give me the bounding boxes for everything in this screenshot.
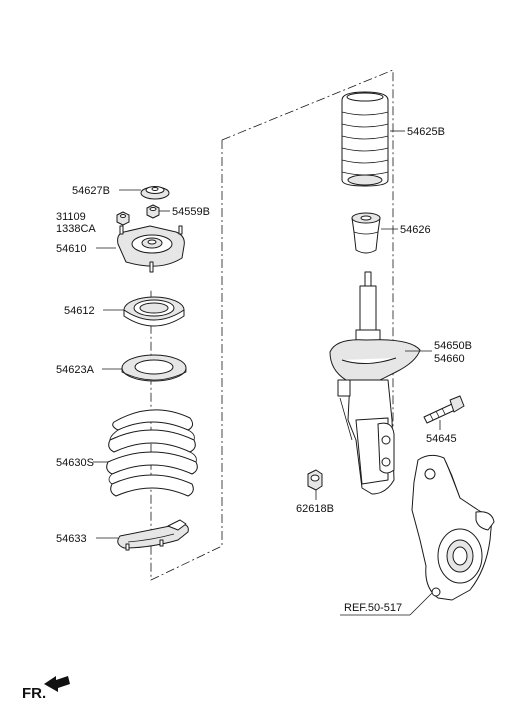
upper-spring-pad-part	[121, 354, 187, 382]
bump-stopper-part	[351, 212, 381, 254]
label-mount-nut-1: 31109	[56, 211, 86, 223]
label-bolt: 54645	[426, 433, 457, 445]
label-upper-pad: 54623A	[56, 364, 95, 376]
label-lower-pad: 54633	[56, 533, 87, 545]
label-bearing: 54612	[64, 305, 95, 317]
label-strut-1: 54650B	[434, 340, 472, 352]
label-mount: 54610	[56, 243, 87, 255]
label-lock-nut: 54559B	[172, 206, 210, 218]
bearing-part	[123, 296, 185, 327]
label-strut-2: 54660	[434, 353, 465, 365]
strut-mount-part	[117, 225, 185, 273]
coil-spring-part	[106, 409, 198, 497]
cap-part	[140, 186, 170, 200]
nut-part	[307, 469, 323, 491]
lock-nut-part	[146, 204, 160, 219]
mount-nut-part	[116, 211, 130, 226]
front-indicator-label: FR.	[22, 685, 46, 702]
label-nut: 62618B	[296, 503, 334, 515]
label-cap: 54627B	[72, 185, 110, 197]
dust-cover-part	[341, 91, 389, 187]
steering-knuckle-part	[411, 454, 495, 601]
front-arrow-icon	[44, 676, 70, 692]
bolt-part	[423, 395, 465, 424]
label-dust-cover: 54625B	[407, 126, 445, 138]
label-mount-nut-2: 1338CA	[56, 223, 96, 235]
strut-part	[329, 271, 421, 495]
label-reference: REF.50-517	[344, 602, 402, 614]
label-coil-spring: 54630S	[56, 457, 94, 469]
lower-spring-pad-part	[117, 519, 189, 551]
label-bump-stopper: 54626	[400, 224, 431, 236]
